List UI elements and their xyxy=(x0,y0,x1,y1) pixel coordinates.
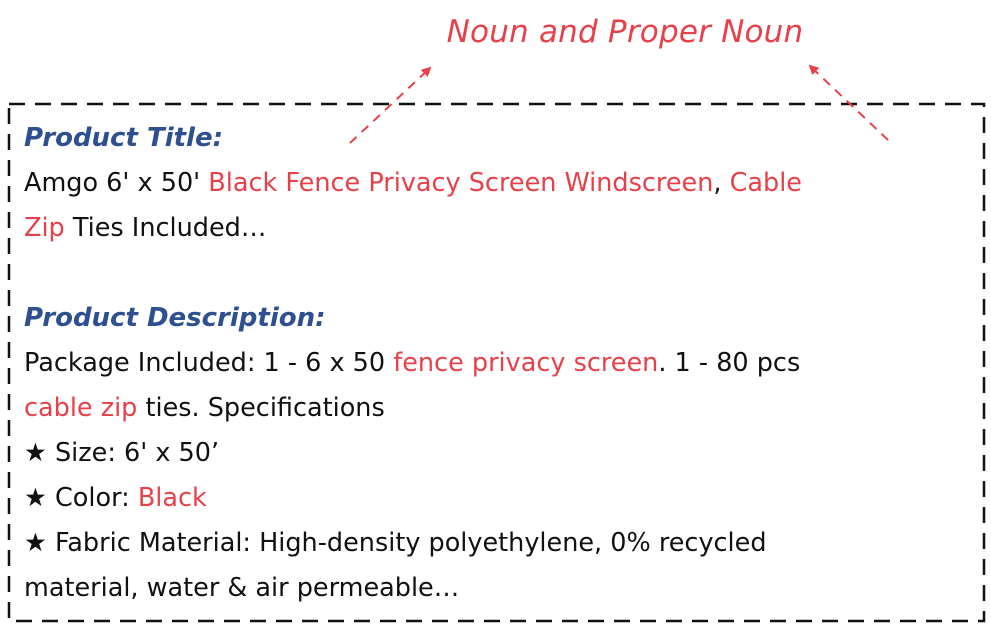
dashed-frame xyxy=(7,102,986,623)
text-segment: material, water & air permeable… xyxy=(24,573,460,603)
star-icon: ★ xyxy=(24,483,47,513)
product-title-heading: Product Title: xyxy=(24,123,223,153)
product-description-line-4: ★ Color: Black xyxy=(24,476,974,521)
product-description-line-3: ★ Size: 6' x 50’ xyxy=(24,431,974,476)
highlighted-noun: Black xyxy=(137,483,207,513)
product-description-line-6: material, water & air permeable… xyxy=(24,566,974,611)
star-icon: ★ xyxy=(24,438,47,468)
product-text-block: Product Title: Amgo 6' x 50' Black Fence… xyxy=(24,116,974,611)
highlighted-noun: Cable xyxy=(729,168,803,198)
highlighted-noun: Zip xyxy=(24,213,65,243)
text-segment: Amgo 6' x 50' xyxy=(24,168,209,198)
highlighted-noun: cable zip xyxy=(24,393,138,423)
text-segment: . 1 - 80 pcs xyxy=(658,348,801,378)
star-icon: ★ xyxy=(24,528,47,558)
annotation-label: Noun and Proper Noun xyxy=(446,14,804,50)
product-description-line-2: cable zip ties. Specifications xyxy=(24,386,974,431)
product-description-line-5: ★ Fabric Material: High-density polyethy… xyxy=(24,521,974,566)
text-segment: Size: 6' x 50’ xyxy=(46,438,220,468)
text-segment: Package Included: 1 - 6 x 50 xyxy=(24,348,394,378)
right-arrow xyxy=(808,64,889,141)
highlighted-noun: fence privacy screen xyxy=(393,348,659,378)
highlighted-noun: Black Fence Privacy Screen Windscreen xyxy=(208,168,714,198)
section-spacer xyxy=(24,251,974,296)
text-segment: Ties Included… xyxy=(64,213,267,243)
product-title-line-2: Zip Ties Included… xyxy=(24,206,974,251)
product-description-line-1: Package Included: 1 - 6 x 50 fence priva… xyxy=(24,341,974,386)
text-segment: Color: xyxy=(46,483,138,513)
product-description-heading: Product Description: xyxy=(24,303,326,333)
left-arrow xyxy=(349,66,432,144)
product-title-line-1: Amgo 6' x 50' Black Fence Privacy Screen… xyxy=(24,161,974,206)
text-segment: Fabric Material: High-density polyethyle… xyxy=(46,528,767,558)
text-segment: ties. Specifications xyxy=(137,393,385,423)
text-segment: , xyxy=(713,168,730,198)
